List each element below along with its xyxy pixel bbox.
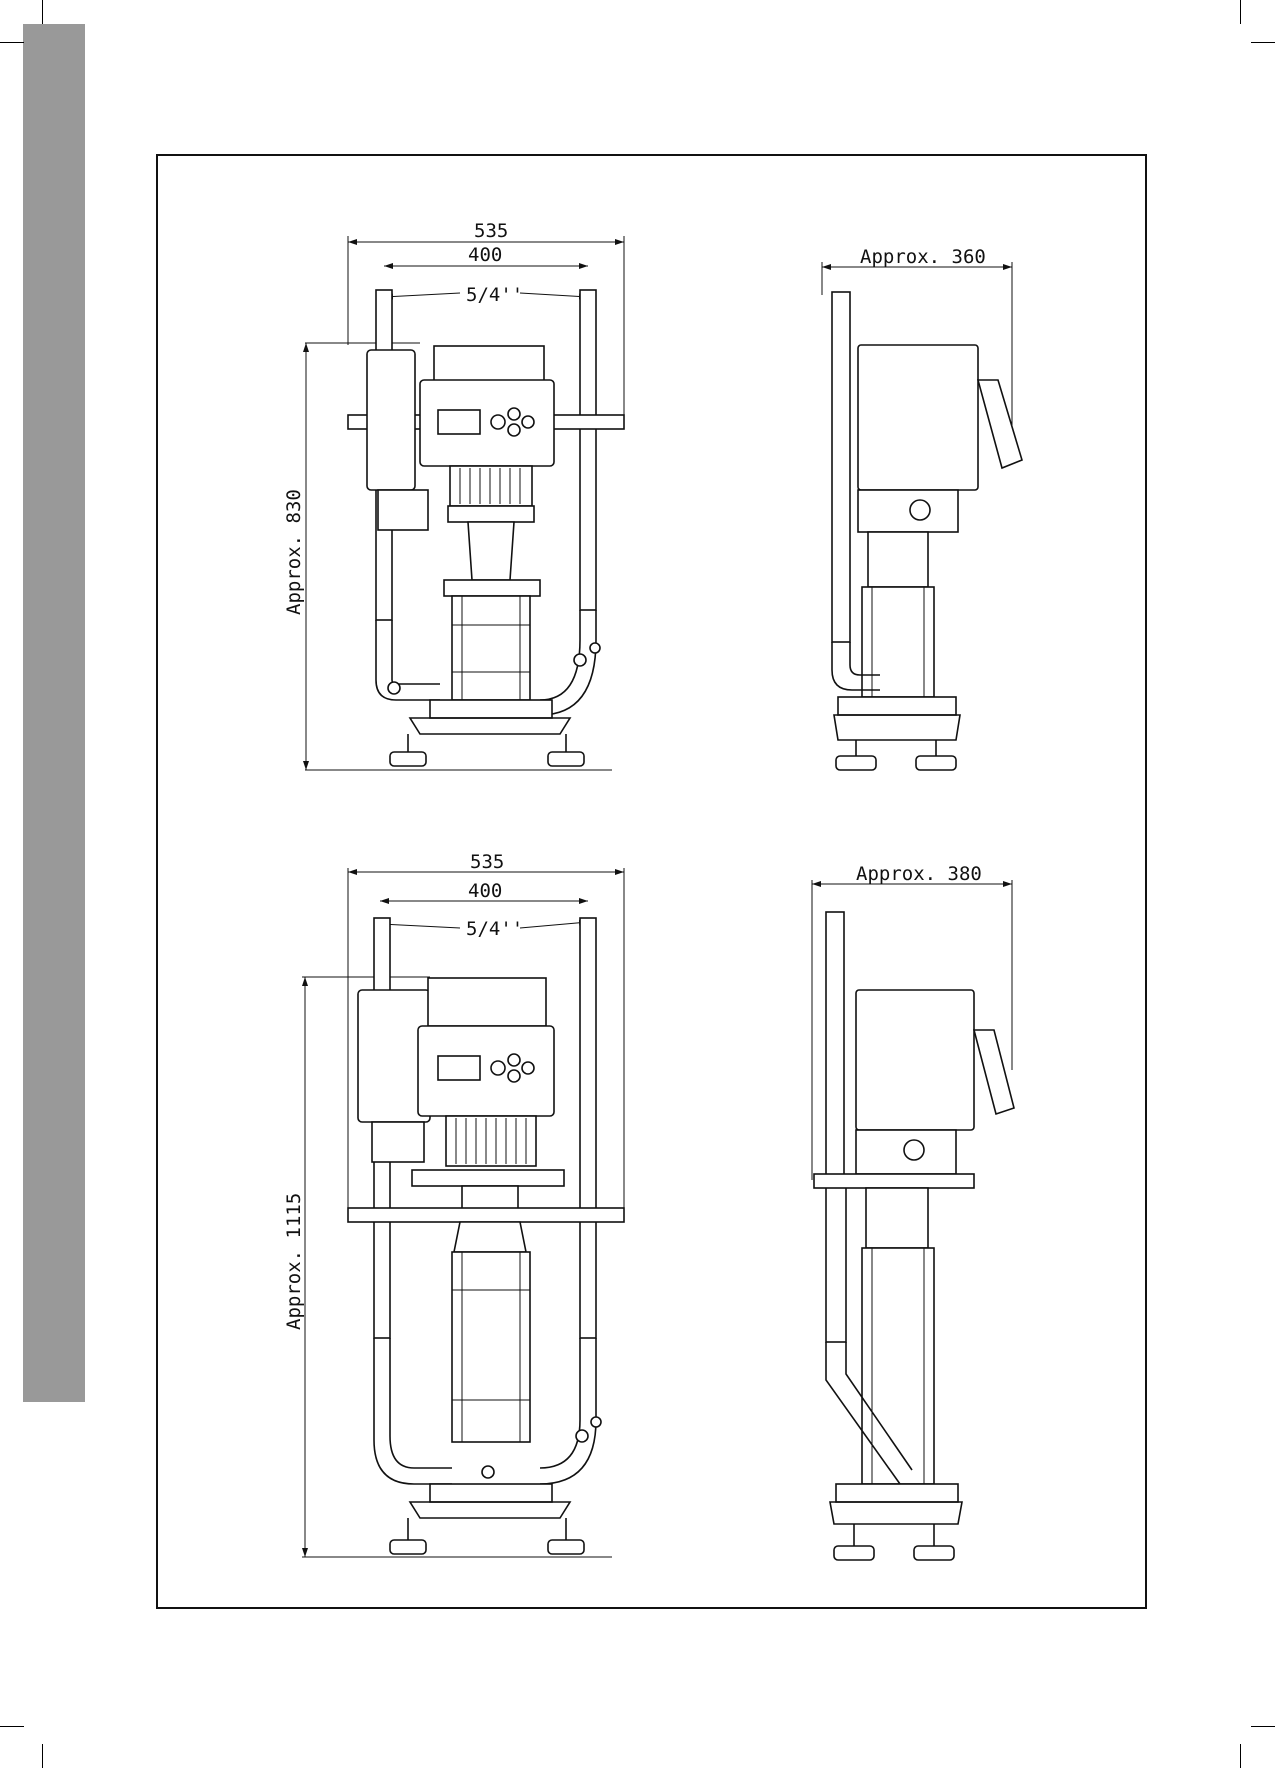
control-box-lower xyxy=(372,1122,424,1162)
side-foot-right xyxy=(914,1546,954,1560)
side-flange xyxy=(814,1174,974,1188)
side-pipe xyxy=(832,292,850,642)
dim-label-535: 535 xyxy=(474,220,508,242)
dim-line-pipe xyxy=(380,924,460,928)
keypad-button xyxy=(508,1054,520,1066)
discharge-pipe xyxy=(580,918,596,1338)
motor-fins xyxy=(446,1116,536,1166)
side-motor-box xyxy=(858,345,978,490)
suction-elbow-inner xyxy=(390,1338,452,1468)
keypad-button xyxy=(491,1061,505,1075)
suction-elbow xyxy=(376,620,440,700)
dim-label-height: Approx. 1115 xyxy=(283,1193,305,1330)
suction-elbow-inner xyxy=(392,620,440,684)
pump-stack xyxy=(452,1252,530,1442)
motor-top xyxy=(434,346,544,382)
control-box xyxy=(367,350,415,490)
motor-flange xyxy=(412,1170,564,1186)
pump-head xyxy=(444,580,540,596)
valve xyxy=(590,643,600,653)
side-foot-left xyxy=(834,1546,874,1560)
side-panel-hinge xyxy=(974,1030,1014,1114)
foot-right xyxy=(548,752,584,766)
pump-head xyxy=(454,1222,526,1252)
dim-line-pipe xyxy=(520,293,588,297)
discharge-elbow xyxy=(540,1338,580,1468)
side-view-top: Approx. 360 xyxy=(822,246,1022,770)
mounting-bar xyxy=(348,1208,624,1222)
discharge-elbow-outer xyxy=(540,1338,596,1484)
side-base xyxy=(836,1484,958,1502)
base-plate xyxy=(410,718,570,734)
side-base-plate xyxy=(830,1502,962,1524)
side-switch-box xyxy=(858,490,958,532)
discharge-pipe xyxy=(580,290,596,610)
keypad-button xyxy=(522,416,534,428)
dim-label-depth: Approx. 380 xyxy=(856,863,982,885)
dim-label-400: 400 xyxy=(468,244,502,266)
side-pipe-lower xyxy=(826,1182,846,1342)
dim-label-pipe-size: 5/4'' xyxy=(466,918,523,940)
valve xyxy=(591,1417,601,1427)
side-panel-hinge xyxy=(978,380,1022,468)
foot-right xyxy=(548,1540,584,1554)
front-view-top: 535 400 5/4'' Approx. 830 xyxy=(283,220,624,770)
side-view-bottom: Approx. 380 xyxy=(812,863,1014,1560)
pump-base xyxy=(430,1484,552,1502)
keypad-button xyxy=(508,408,520,420)
display xyxy=(438,1056,480,1080)
valve xyxy=(576,1430,588,1442)
main-switch xyxy=(910,500,930,520)
side-pipe xyxy=(826,912,844,1182)
discharge-elbow xyxy=(540,610,580,700)
keypad-button xyxy=(508,424,520,436)
side-foot-left xyxy=(836,756,876,770)
motor-top xyxy=(428,978,546,1026)
base-plate xyxy=(410,1502,570,1518)
pump-lantern xyxy=(468,522,514,580)
side-lantern xyxy=(866,1188,928,1248)
keypad-button xyxy=(491,415,505,429)
keypad-button xyxy=(508,1070,520,1082)
drain-plug xyxy=(388,682,400,694)
motor-flange xyxy=(448,506,534,522)
dim-label-535: 535 xyxy=(470,851,504,873)
side-base xyxy=(838,697,956,715)
main-switch xyxy=(904,1140,924,1160)
dim-label-depth: Approx. 360 xyxy=(860,246,986,268)
drain-plug xyxy=(482,1466,494,1478)
pump-base xyxy=(430,700,552,718)
side-pump-stack xyxy=(862,587,934,697)
front-view-bottom: 535 400 5/4'' Approx. 1115 xyxy=(283,851,624,1557)
dim-line-pipe xyxy=(384,293,460,297)
side-base-plate xyxy=(834,715,960,740)
dim-label-400: 400 xyxy=(468,880,502,902)
pump-stack xyxy=(452,596,530,700)
dim-line-pipe xyxy=(520,922,588,928)
display xyxy=(438,410,480,434)
control-box-lower xyxy=(378,490,428,530)
dim-label-height: Approx. 830 xyxy=(283,489,305,615)
side-lantern xyxy=(868,532,928,587)
valve xyxy=(574,654,586,666)
side-motor-box xyxy=(856,990,974,1130)
foot-left xyxy=(390,752,426,766)
suction-elbow xyxy=(374,1338,452,1484)
dim-label-pipe-size: 5/4'' xyxy=(466,284,523,306)
foot-left xyxy=(390,1540,426,1554)
side-foot-right xyxy=(916,756,956,770)
keypad-button xyxy=(522,1062,534,1074)
